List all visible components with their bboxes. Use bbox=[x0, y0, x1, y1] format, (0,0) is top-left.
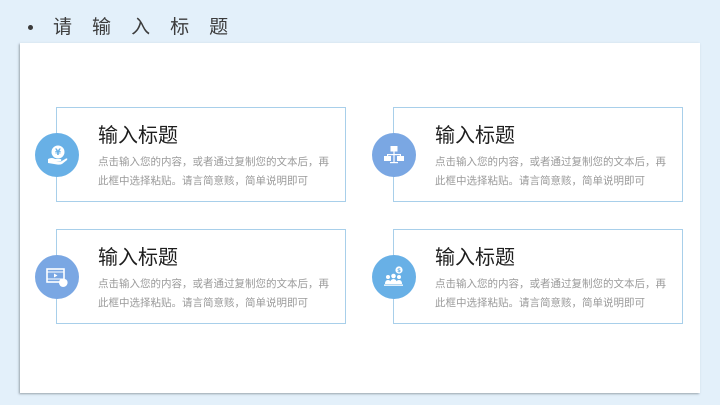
icon-circle-4: $ bbox=[372, 255, 416, 299]
card-title[interactable]: 输入标题 bbox=[435, 123, 515, 147]
bullet-icon bbox=[28, 24, 33, 30]
money-hand-icon: ¥ bbox=[48, 145, 68, 165]
card-description[interactable]: 点击输入您的内容，或者通过复制您的文本后，再此框中选择粘贴。请言简意赅，简单说明… bbox=[435, 156, 666, 187]
slide-title[interactable]: 请 输 入 标 题 bbox=[53, 16, 236, 38]
card-description[interactable]: 点击输入您的内容，或者通过复制您的文本后，再此框中选择粘贴。请言简意赅，简单说明… bbox=[98, 156, 329, 187]
svg-text:¥: ¥ bbox=[55, 148, 61, 158]
icon-circle-1: ¥ bbox=[35, 133, 79, 177]
card-title[interactable]: 输入标题 bbox=[435, 245, 515, 269]
card-2[interactable]: 输入标题 点击输入您的内容，或者通过复制您的文本后，再此框中选择粘贴。请言简意赅… bbox=[372, 107, 683, 202]
content-panel: ¥ 输入标题 点击输入您的内容，或者通过复制您的文本后，再此框中选择粘贴。请言简… bbox=[20, 43, 700, 393]
card-3[interactable]: 输入标题 点击输入您的内容，或者通过复制您的文本后，再此框中选择粘贴。请言简意赅… bbox=[35, 229, 346, 324]
card-1[interactable]: ¥ 输入标题 点击输入您的内容，或者通过复制您的文本后，再此框中选择粘贴。请言简… bbox=[35, 107, 346, 202]
card-description[interactable]: 点击输入您的内容，或者通过复制您的文本后，再此框中选择粘贴。请言简意赅，简单说明… bbox=[435, 278, 666, 309]
icon-circle-3 bbox=[35, 255, 79, 299]
svg-text:$: $ bbox=[397, 268, 401, 274]
card-title[interactable]: 输入标题 bbox=[98, 245, 178, 269]
slide-header: 请 输 入 标 题 bbox=[24, 12, 235, 42]
video-touch-icon bbox=[46, 268, 68, 287]
icon-circle-2 bbox=[372, 133, 416, 177]
network-icon bbox=[384, 146, 404, 164]
card-4[interactable]: $ 输入标题 点击输入您的内容，或者通过复制您的文本后，再此框中选择粘贴。请言简… bbox=[372, 229, 683, 324]
card-description[interactable]: 点击输入您的内容，或者通过复制您的文本后，再此框中选择粘贴。请言简意赅，简单说明… bbox=[98, 278, 329, 309]
team-money-icon: $ bbox=[384, 266, 403, 286]
card-title[interactable]: 输入标题 bbox=[98, 123, 178, 147]
